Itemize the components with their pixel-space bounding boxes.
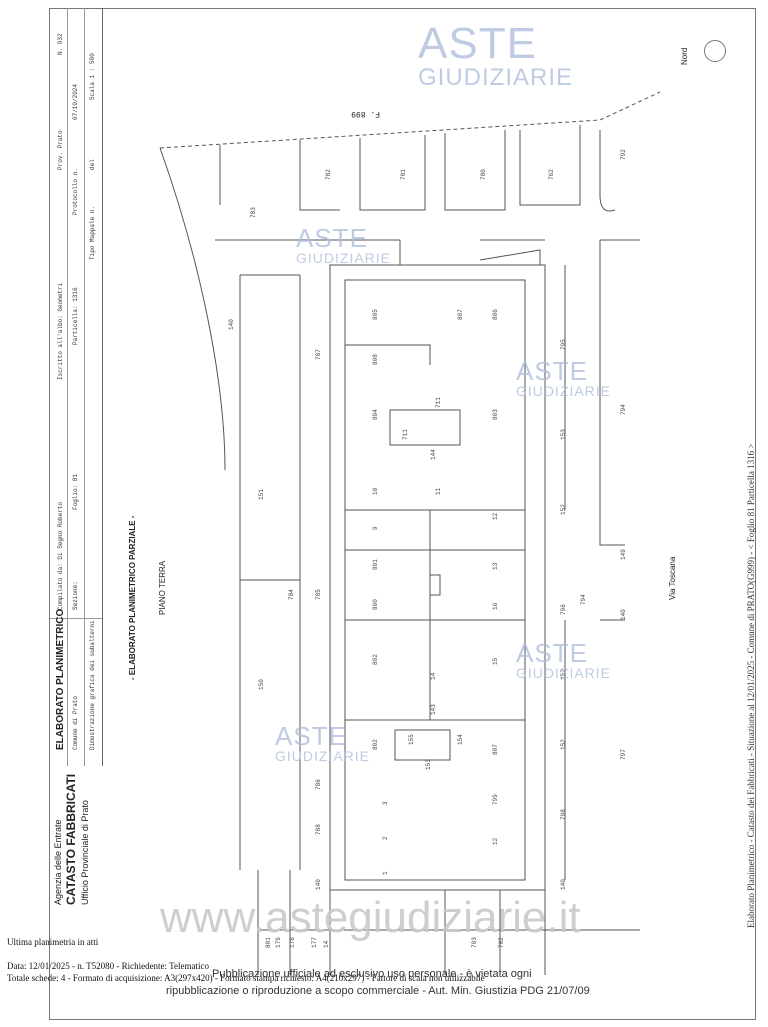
watermark-site: www.astegiudiziarie.it [160,893,581,942]
plan-num: 711 [435,397,442,408]
plan-num: 762 [548,169,555,180]
plan-num: 794 [580,594,587,605]
plan-num: 14 [430,672,437,680]
plan-num: 149 [620,549,627,560]
plan-num: 153 [425,759,432,770]
parcel-boundary-dashed [159,91,661,149]
plan-num: 782 [325,169,332,180]
watermark-aste-2: ASTE GIUDIZIARIE [516,356,612,399]
plan-num: 177 [311,937,318,948]
plan-num: 143 [430,704,437,715]
plan-num: 155 [408,734,415,745]
plan-num: 154 [457,734,464,745]
plan-num: 3 [382,801,389,805]
watermark-aste-4: ASTE GIUDIZIARIE [275,721,371,764]
plan-num: 140 [560,879,567,890]
plan-num: 153 [560,429,567,440]
plan-num: 15 [492,657,499,665]
plan-num: 12 [492,837,499,845]
plan-num: 10 [372,487,379,495]
plan-num: 807 [492,744,499,755]
publication-line-2: ripubblicazione o riproduzione a scopo c… [166,985,590,997]
plan-num: 14 [323,940,330,948]
publication-line-1: Pubblicazione ufficiale ad esclusivo uso… [212,968,532,980]
footer-totale: Totale schede: 4 - Formato di acquisizio… [7,973,485,983]
street-label: Via Toscana [668,556,677,600]
plan-num: 13 [492,562,499,570]
building-outline [329,264,546,891]
document-sheet [49,8,756,1020]
plan-num: 152 [560,504,567,515]
plan-num: 16 [492,602,499,610]
plan-num: 2 [382,836,389,840]
plan-num: 9 [372,526,379,530]
footer-ultima: Ultima planimetria in atti [7,937,99,947]
plan-num: 802 [372,739,379,750]
plan-num: 711 [402,429,409,440]
plan-num: 781 [400,169,407,180]
plan-num: 152 [560,669,567,680]
plan-num: 802 [372,654,379,665]
nord-label: Nord [680,47,689,65]
plan-num: 140 [228,319,235,330]
plan-num: 801 [372,559,379,570]
plan-num: 703 [471,937,478,948]
plan-num: 786 [315,779,322,790]
plan-num: 144 [430,449,437,460]
plan-num: 783 [250,207,257,218]
plan-num: 807 [457,309,464,320]
header-divider [50,8,102,766]
header-box [50,8,103,766]
plan-num: 795 [560,339,567,350]
plan-num: 808 [372,354,379,365]
plan-num: 787 [315,349,322,360]
footer-data: Data: 12/01/2025 - n. T52080 - Richieden… [7,961,209,971]
plan-num: 797 [620,749,627,760]
plan-num: 788 [315,824,322,835]
north-arrow-icon [704,40,726,62]
plan-num: 140 [620,609,627,620]
plan-num: 12 [492,512,499,520]
parcel-curve [159,147,226,471]
plan-num: 150 [258,679,265,690]
plan-num: 804 [372,409,379,420]
plan-num: 785 [315,589,322,600]
plan-num: 702 [498,937,505,948]
plan-num: 178 [289,937,296,948]
plan-num: 784 [288,589,295,600]
plan-num: 152 [560,739,567,750]
plan-title: - ELABORATO PLANIMETRICO PARZIALE - [128,515,137,680]
plan-num: 179 [275,937,282,948]
plan-num: 11 [435,487,442,495]
plan-num: 796 [560,604,567,615]
map-label: F. 899 [351,109,380,118]
plan-num: 805 [372,309,379,320]
watermark-aste-1: ASTE GIUDIZIARIE [296,223,392,266]
plan-num: 1 [382,871,389,875]
plan-num: 151 [258,489,265,500]
plan-num: 801 [265,937,272,948]
watermark-aste-top: ASTE GIUDIZIARIE [418,19,574,91]
plan-num: 799 [492,794,499,805]
plan-num: 806 [492,309,499,320]
plan-num: 794 [620,404,627,415]
side-text: Elaborato Planimetrico - Catasto dei Fab… [746,443,756,928]
plan-num: 140 [315,879,322,890]
plan-num: 800 [372,599,379,610]
plan-num: 780 [480,169,487,180]
plan-num: 803 [492,409,499,420]
plan-num: 792 [620,149,627,160]
watermark-aste-3: ASTE GIUDIZIARIE [516,638,612,681]
plan-num: 798 [560,809,567,820]
piano-label: PIANO TERRA [158,560,167,615]
